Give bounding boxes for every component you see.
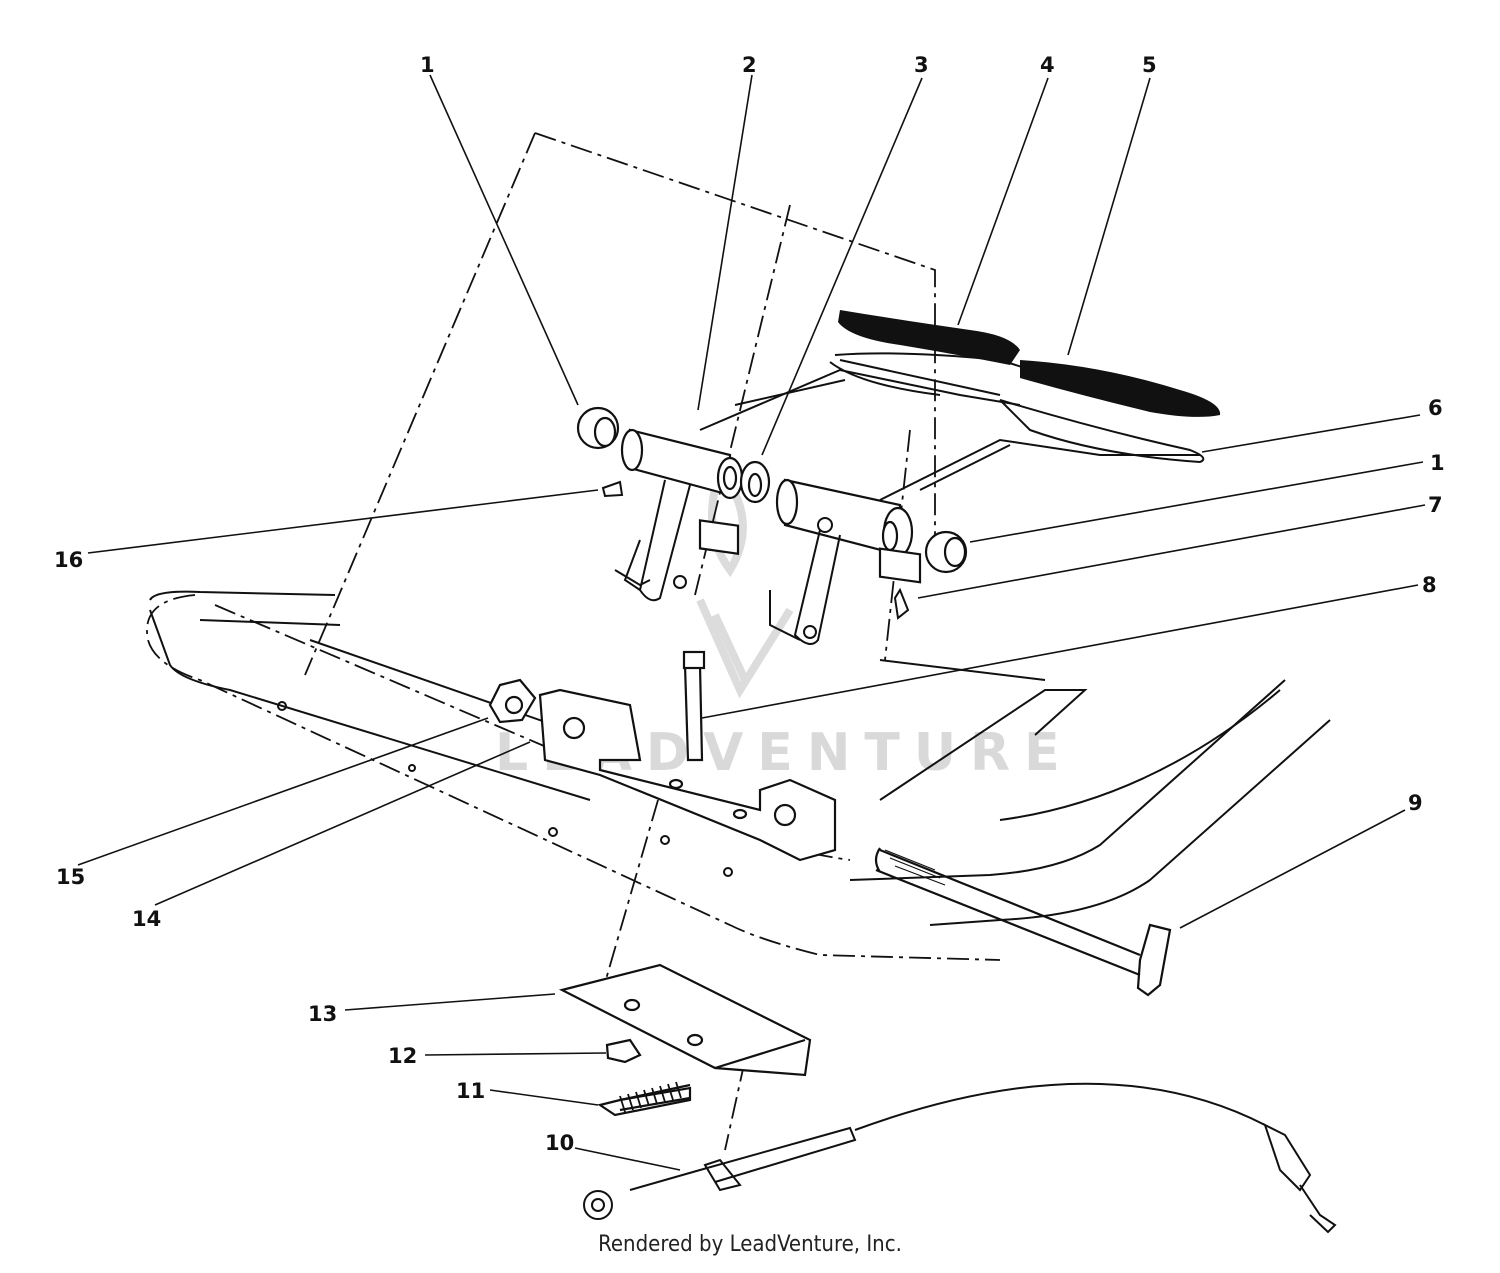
frame-outline — [146, 132, 1001, 1151]
callout-12: 12 — [388, 1044, 417, 1068]
callout-7: 7 — [1428, 493, 1443, 517]
callout-15: 15 — [56, 865, 85, 889]
callout-labels: 1 2 3 4 5 6 1 7 8 9 10 11 12 13 14 15 16 — [54, 53, 1445, 1155]
watermark-logo — [696, 461, 794, 699]
callout-14: 14 — [132, 907, 161, 931]
callout-16: 16 — [54, 548, 83, 572]
leader-lines — [77, 74, 1426, 1171]
callout-11: 11 — [456, 1079, 485, 1103]
pedal-pad-right — [1020, 360, 1221, 417]
pedal-pad-left — [838, 310, 1020, 365]
callout-4: 4 — [1040, 53, 1055, 77]
callout-13: 13 — [308, 1002, 337, 1026]
pedal-rod — [874, 847, 1172, 997]
callout-8: 8 — [1422, 573, 1437, 597]
callout-1-top: 1 — [420, 53, 435, 77]
pedal-assembly — [699, 352, 1205, 501]
footer-credit: Rendered by LeadVenture, Inc. — [598, 1232, 902, 1257]
cable — [583, 1082, 1337, 1234]
lower-plate — [558, 963, 812, 1117]
lower-bracket — [488, 650, 837, 862]
callout-9: 9 — [1408, 791, 1423, 815]
callout-2: 2 — [742, 53, 757, 77]
spring — [619, 1081, 682, 1113]
pivot-tubes — [576, 406, 968, 584]
callout-10: 10 — [545, 1131, 574, 1155]
pedal-levers — [601, 479, 910, 645]
callout-5: 5 — [1142, 53, 1157, 77]
callout-6: 6 — [1428, 396, 1443, 420]
callout-3: 3 — [914, 53, 929, 77]
callout-1-right: 1 — [1430, 451, 1445, 475]
